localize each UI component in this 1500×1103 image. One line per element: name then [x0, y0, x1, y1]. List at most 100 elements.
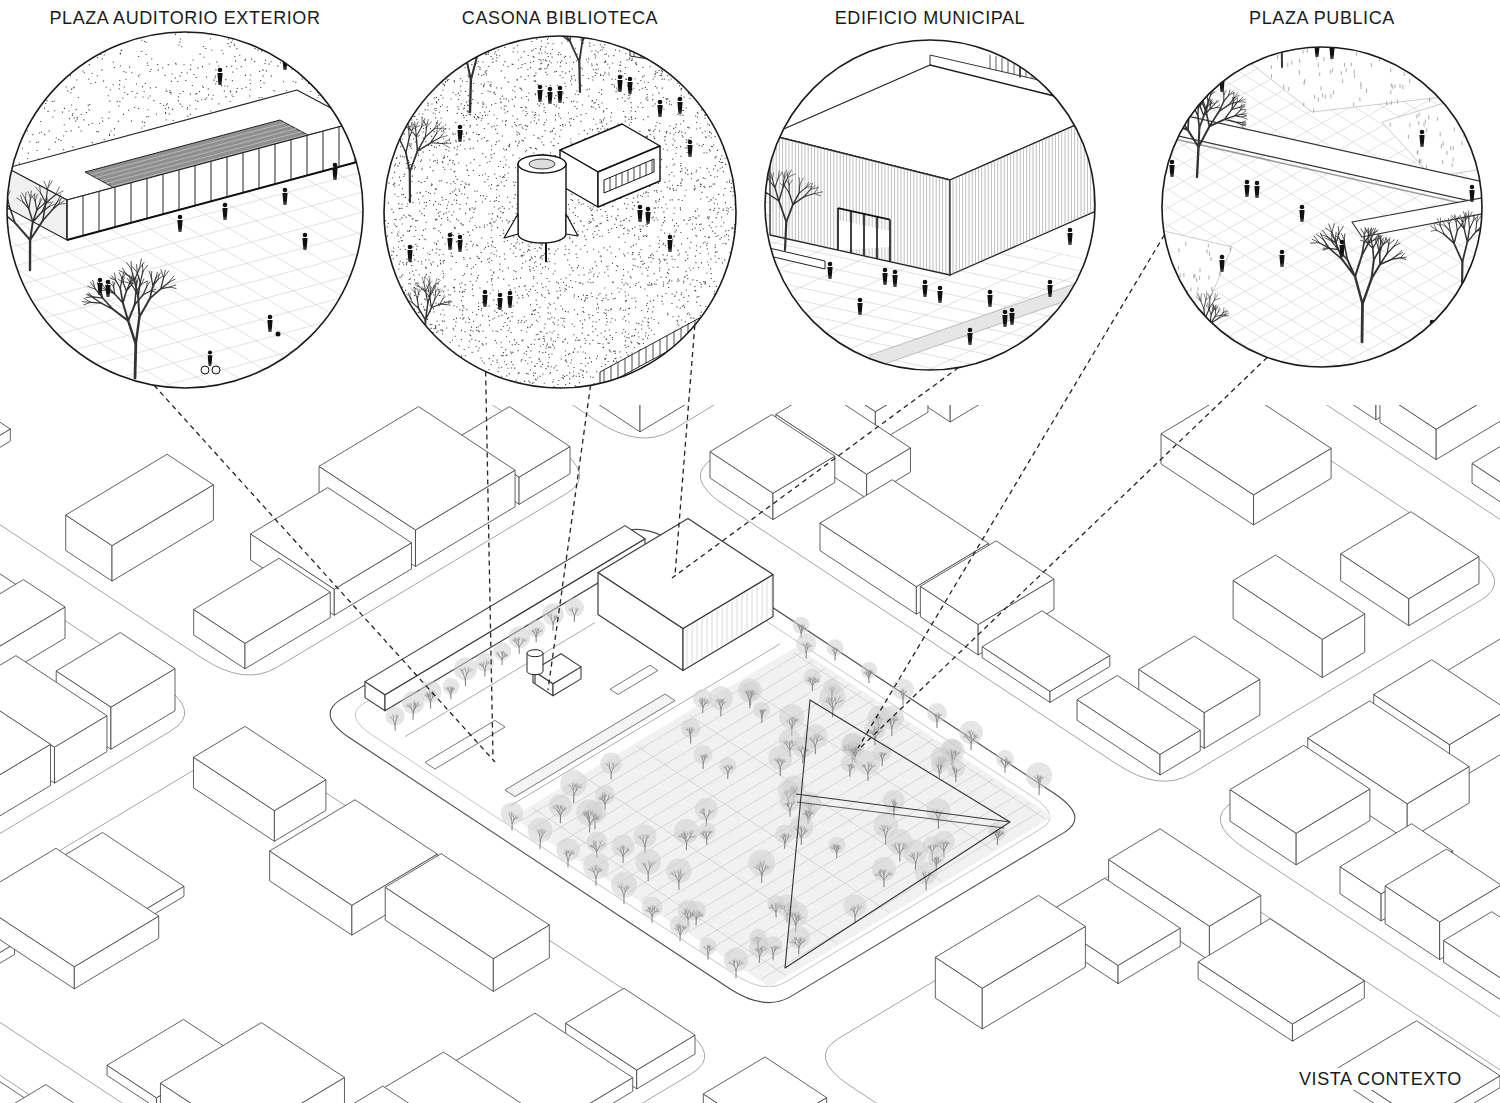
tree — [699, 697, 710, 713]
person — [1047, 280, 1052, 297]
tree-branches — [508, 812, 518, 818]
person — [1329, 47, 1334, 59]
callout-illustration — [765, 0, 1095, 373]
tree-canopy — [804, 669, 821, 686]
person — [1300, 205, 1305, 210]
person — [892, 270, 897, 287]
person — [688, 140, 693, 145]
building-block — [0, 848, 159, 989]
tree-branches — [647, 908, 657, 912]
tree-branches — [836, 853, 837, 858]
tree-branches — [463, 674, 466, 679]
tree-branches — [753, 861, 769, 868]
tree-branches — [899, 689, 907, 693]
tree-branches — [725, 767, 732, 770]
building-roof — [1380, 405, 1500, 429]
tree-branches — [810, 681, 815, 685]
tree-branches — [0, 189, 59, 212]
person — [547, 87, 552, 104]
tree-branches — [618, 883, 630, 889]
tree-branches — [760, 868, 765, 874]
building-roof — [0, 405, 10, 464]
tree-branches — [469, 80, 472, 112]
person — [447, 238, 452, 250]
building-side — [0, 429, 10, 476]
tree-branches — [1444, 229, 1475, 244]
tree-canopy — [528, 818, 553, 843]
person — [1169, 160, 1174, 177]
tree-branches — [749, 701, 750, 708]
person — [483, 290, 488, 295]
tree — [875, 869, 893, 887]
tree-branches — [926, 883, 927, 890]
tree-branches — [700, 831, 712, 835]
callout-illustration — [384, 6, 740, 389]
callout-circle: EDIFICIO MUNICIPAL — [761, 0, 1099, 373]
tree-branches — [651, 916, 652, 922]
person — [1254, 186, 1259, 198]
tree-branches — [862, 762, 876, 767]
tree — [802, 642, 812, 658]
tree-branches — [832, 648, 839, 651]
tree-branches — [781, 836, 789, 839]
person — [938, 286, 943, 291]
tree-canopy — [753, 702, 770, 719]
tree-branches — [555, 807, 565, 812]
tree-branches — [970, 743, 971, 750]
tree-branches — [1361, 304, 1364, 342]
building-roof — [920, 541, 1054, 625]
person — [268, 315, 273, 320]
tree-branches — [534, 633, 538, 637]
tree-branches — [854, 911, 857, 916]
tree — [82, 259, 176, 378]
tree-branches — [574, 616, 575, 622]
auditorium-end — [7, 168, 67, 240]
tree-canopy — [864, 719, 885, 740]
person — [537, 90, 542, 102]
tree-branches — [834, 655, 835, 660]
tree-branches — [704, 72, 718, 88]
tree-branches — [678, 830, 696, 837]
tree-branches — [430, 702, 431, 709]
tree-branches — [938, 821, 939, 828]
tree-branches — [599, 792, 613, 799]
person — [1330, 42, 1335, 47]
tree-canopy — [1026, 762, 1052, 788]
tree-branches — [670, 869, 685, 876]
tree — [1311, 224, 1406, 342]
tree-branches — [594, 872, 598, 878]
tree-branches — [446, 686, 455, 689]
tree — [936, 764, 943, 777]
person — [447, 233, 452, 250]
tree-branches — [936, 718, 938, 722]
tree-branches — [409, 172, 411, 202]
callout-illustration — [1147, 0, 1497, 606]
tree-branches — [1431, 16, 1458, 29]
person — [407, 245, 412, 262]
person — [1047, 285, 1052, 297]
tree — [700, 831, 712, 845]
tower-leg — [545, 243, 547, 262]
building-side — [385, 539, 645, 711]
person — [1420, 130, 1425, 135]
person — [667, 235, 672, 252]
tree-canopy — [583, 854, 609, 880]
tree-canopy — [560, 770, 587, 797]
tree-branches — [643, 841, 646, 846]
tower-leg — [535, 674, 536, 683]
person — [508, 291, 513, 296]
building-roof — [66, 454, 214, 545]
tree-branches — [642, 860, 657, 865]
tree-branches — [700, 754, 709, 757]
person — [1329, 42, 1334, 59]
tree — [952, 767, 960, 782]
tree-branches — [914, 857, 918, 862]
person — [1340, 240, 1345, 245]
tree-branches — [850, 905, 863, 910]
tree-branches — [484, 670, 485, 676]
tree-branches — [720, 709, 721, 716]
tree-branches — [801, 752, 804, 757]
tree — [1153, 87, 1247, 177]
callout-circle: PLAZA AUDITORIO EXTERIOR — [3, 0, 367, 391]
tree-branches — [728, 959, 744, 964]
